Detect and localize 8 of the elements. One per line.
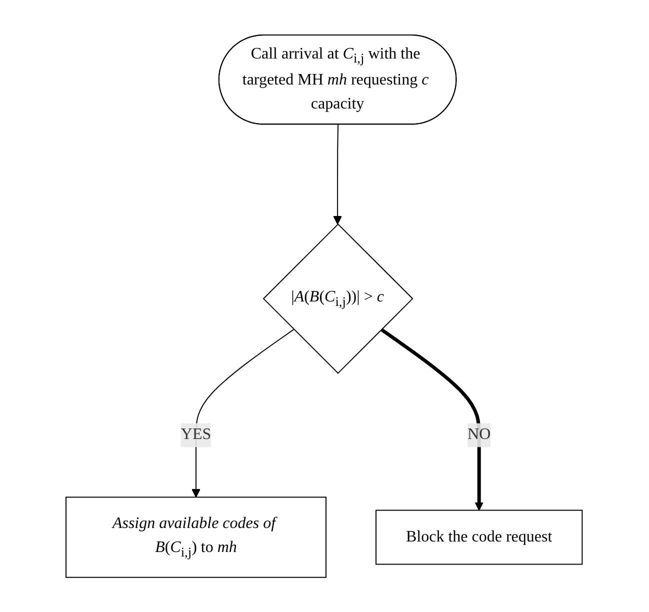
edge-label: YES [181, 426, 212, 443]
node-diamond: |A(B(C$_{i,j}$))| > c [263, 223, 414, 374]
node-box: Assign available codes of B(C$_{i,j}$) to mh [66, 496, 327, 578]
arrow [334, 124, 342, 224]
edge-label: NO [468, 426, 492, 443]
arrow [192, 328, 295, 498]
arrow [380, 328, 484, 510]
node-box: Block the code request [376, 510, 584, 565]
